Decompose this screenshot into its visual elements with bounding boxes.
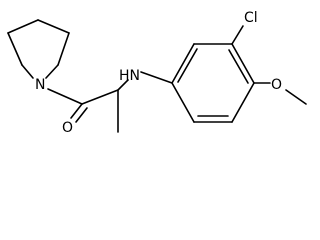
bond	[57, 32, 70, 66]
benzene-ring	[171, 43, 255, 123]
bond	[7, 32, 23, 66]
chlorine-bond	[231, 25, 244, 45]
bond	[231, 82, 255, 123]
chlorine-label: Cl	[244, 10, 258, 26]
bond	[177, 48, 198, 83]
pyrrolidine-ring	[7, 19, 70, 79]
bond	[45, 64, 59, 79]
bond	[47, 88, 83, 105]
bond	[231, 43, 255, 84]
bond	[171, 43, 195, 84]
propanamide-chain	[47, 79, 129, 133]
carbonyl-double-bond	[75, 107, 88, 123]
carbonyl-double-bond	[70, 103, 83, 119]
methyl-bond	[285, 89, 307, 105]
bond	[140, 71, 173, 84]
ring-nitrogen-label: N	[35, 77, 45, 93]
amine-nitrogen-label: HN	[119, 68, 140, 84]
carbonyl-oxygen-label: O	[62, 120, 73, 136]
bond	[37, 19, 70, 34]
bond	[81, 89, 119, 105]
bond	[228, 49, 249, 84]
bond	[7, 19, 39, 34]
bond	[21, 64, 34, 79]
chemical-structure: Cl O HN N O	[7, 10, 307, 136]
methoxy-oxygen-label: O	[271, 77, 282, 93]
bond	[171, 82, 195, 123]
bond	[117, 79, 129, 91]
